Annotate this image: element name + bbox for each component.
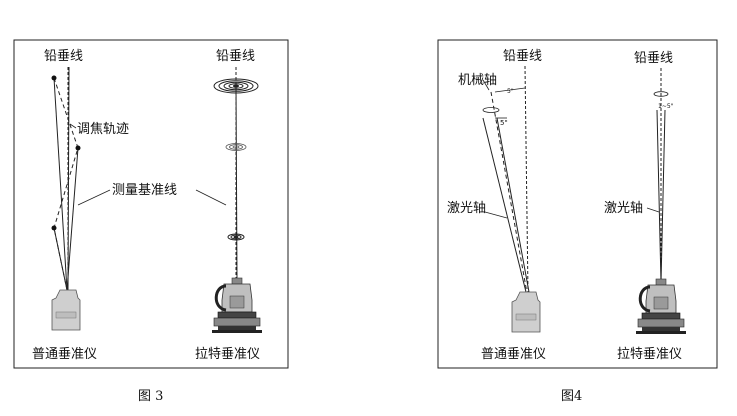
fig4-ordinary-plumb-instrument: [511, 291, 541, 333]
laser-line-right: [235, 85, 238, 283]
focus-point-1: [51, 75, 57, 81]
fig4-instrument-label-right: 拉特垂准仪: [617, 347, 682, 362]
mechanical-axis-line: [490, 91, 528, 294]
laser-axis-line-2: [496, 117, 530, 293]
instrument-label-right: 拉特垂准仪: [195, 347, 260, 362]
angle-marker-top: [494, 87, 526, 93]
laser-axis-label-right: 激光轴: [604, 201, 643, 216]
laser-axis-line-1: [482, 117, 527, 293]
reference-leader-right: [195, 189, 227, 206]
instrument-label-left: 普通垂准仪: [32, 347, 97, 362]
plumb-line-label-left: 铅垂线: [44, 49, 83, 64]
reference-line-2: [66, 147, 79, 291]
reference-line-3: [53, 227, 68, 291]
fig4-laser-line-right-1: [656, 109, 662, 284]
rotation-ellipse-right: [653, 91, 669, 97]
figure-4-caption-layer: 图4: [561, 389, 582, 404]
focus-rings-middle: [225, 143, 247, 151]
focus-track-label: 调焦轨迹: [77, 122, 129, 137]
fig4-plumb-line-left: [524, 65, 529, 294]
figure-3-caption-layer: 图 3: [138, 389, 163, 404]
fig4-laser-line-right-2: [660, 109, 666, 284]
focus-point-3: [51, 225, 57, 231]
rotation-ellipse-left: [482, 107, 500, 113]
fig4-plumb-label-left: 铅垂线: [503, 49, 542, 64]
reference-line-1: [53, 77, 68, 291]
laser-axis-leader-left: [484, 211, 508, 219]
reference-line-label: 测量基准线: [112, 183, 177, 198]
focus-rings-bottom: [227, 233, 245, 241]
figure-3-caption: 图 3: [138, 389, 163, 404]
focus-track-leader: [69, 123, 77, 129]
figure-4: 铅垂线 铅垂线 机械轴 激光轴 激光轴 普通垂准仪 拉特垂准仪 5" 5" 1~…: [425, 0, 737, 416]
mech-axis-leader: [482, 79, 490, 91]
latte-plumb-instrument: [212, 277, 262, 333]
figure-4-frame: [437, 39, 718, 369]
fig4-latte-plumb-instrument: [636, 278, 686, 334]
reference-line-4: [67, 66, 70, 291]
mechanical-axis-label: 机械轴: [458, 73, 497, 88]
figure-4-caption: 图4: [561, 389, 582, 404]
fig4-instrument-label-left: 普通垂准仪: [481, 347, 546, 362]
focus-rings-top: [213, 78, 259, 94]
angle-label-small: 5": [507, 88, 514, 95]
laser-axis-label-left: 激光轴: [447, 201, 486, 216]
figure-4-drawing: 铅垂线 铅垂线 机械轴 激光轴 激光轴 普通垂准仪 拉特垂准仪 5" 5" 1~…: [437, 39, 718, 369]
figure-3-drawing: 铅垂线 铅垂线 调焦轨迹 测量基准线 普通垂准仪 拉特垂准仪: [13, 39, 289, 369]
angle-label-tiny: 5": [500, 119, 508, 127]
figure-3-frame: [13, 39, 289, 369]
plumb-line-label-right: 铅垂线: [216, 49, 255, 64]
fig4-plumb-label-right: 铅垂线: [634, 51, 673, 66]
ordinary-plumb-instrument: [51, 289, 81, 331]
angle-label-range: 1~5": [658, 103, 674, 110]
reference-leader-left: [77, 189, 111, 206]
focus-point-2: [75, 145, 81, 151]
laser-axis-leader-right: [646, 207, 660, 213]
figure-3: 铅垂线 铅垂线 调焦轨迹 测量基准线 普通垂准仪 拉特垂准仪: [0, 0, 305, 416]
